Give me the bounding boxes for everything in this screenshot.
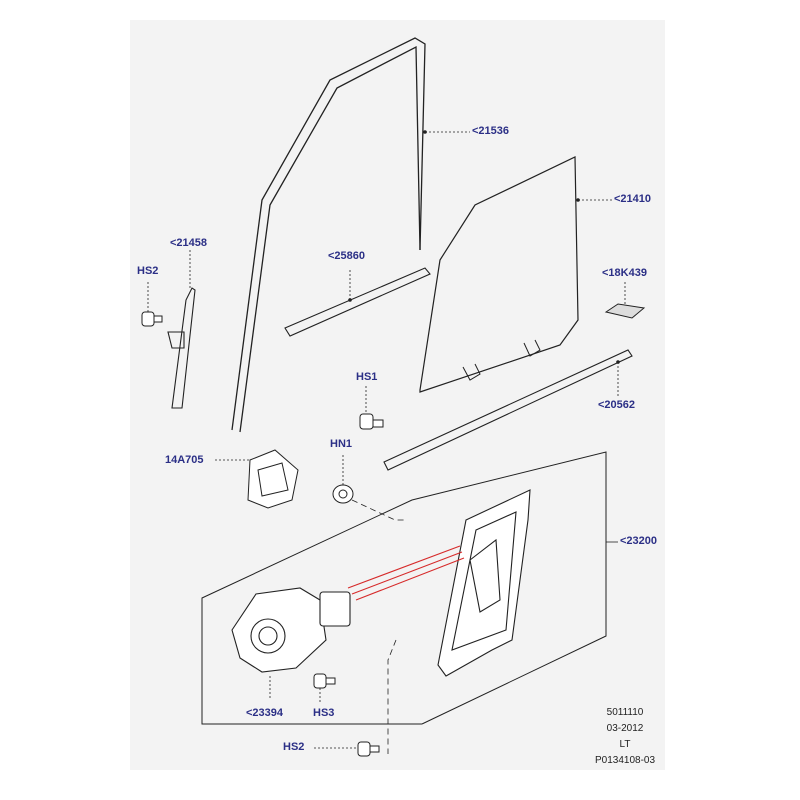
alignment-lines — [347, 545, 465, 601]
callout-21410: <21410 — [614, 193, 652, 205]
nut-hn1 — [332, 484, 354, 504]
label-18K439 — [604, 303, 646, 319]
outer-belt-weatherstrip — [383, 349, 633, 471]
diagram-panel — [130, 20, 665, 770]
callout-hn1: HN1 — [330, 438, 353, 450]
callout-14A705: 14A705 — [165, 454, 204, 466]
screw-hs2-bottom — [357, 741, 380, 757]
callout-hs2-top: HS2 — [137, 265, 159, 277]
callout-hs1: HS1 — [356, 371, 378, 383]
rear-glass-channel — [167, 287, 196, 409]
screw-hs1 — [359, 413, 384, 430]
callout-23200: <23200 — [620, 535, 658, 547]
callout-20562: <20562 — [598, 399, 636, 411]
inner-belt-weatherstrip — [284, 267, 431, 337]
callout-23394: <23394 — [246, 707, 284, 719]
drawing-date: 03-2012 — [606, 723, 644, 734]
door-glass — [419, 156, 579, 393]
callout-25860: <25860 — [328, 250, 366, 262]
glass-run-seal — [231, 37, 426, 433]
callout-21458: <21458 — [170, 237, 208, 249]
drawing-id: 5011110 — [606, 707, 644, 718]
drawing-ref: P0134108-03 — [594, 755, 656, 766]
window-regulator — [437, 489, 531, 677]
callout-hs2-bottom: HS2 — [283, 741, 305, 753]
callout-18K439: <18K439 — [602, 267, 647, 279]
window-motor — [231, 587, 351, 673]
callout-hs3: HS3 — [313, 707, 335, 719]
callout-21536: <21536 — [472, 125, 510, 137]
screw-hs3 — [313, 673, 336, 689]
bracket-14A705 — [247, 449, 299, 509]
assembly-outline-23200 — [201, 451, 607, 725]
drawing-side: LT — [619, 739, 631, 750]
